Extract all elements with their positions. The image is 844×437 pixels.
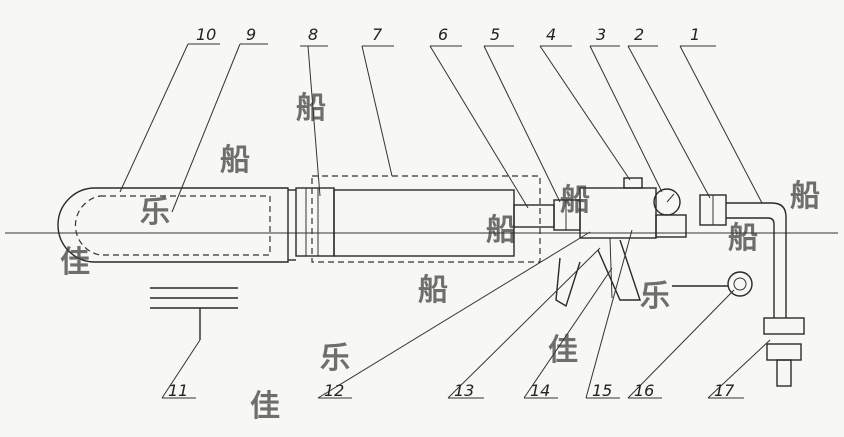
part-17-fitting-upper [763, 317, 805, 335]
part-4-valve-body [579, 187, 657, 239]
callout-8: 8 [308, 25, 318, 44]
watermark-char: 佳 [60, 245, 90, 280]
callout-12: 12 [324, 381, 344, 400]
watermark-char: 佳 [548, 333, 578, 368]
gauge-needle [666, 193, 675, 203]
callout-16: 16 [634, 381, 654, 400]
callout-1: 1 [690, 25, 700, 44]
part-16-handle-ring [727, 271, 753, 297]
watermark-char: 船 [486, 213, 516, 248]
watermark-char: 乐 [640, 279, 670, 314]
watermark-char: 船 [220, 143, 250, 178]
part-17-stem [776, 359, 792, 387]
callout-17: 17 [714, 381, 735, 400]
callout-9: 9 [246, 25, 256, 44]
callout-14: 14 [530, 381, 550, 400]
callout-6: 6 [438, 25, 448, 44]
part-1-pipe [726, 202, 787, 318]
part-6-shaft [513, 204, 555, 228]
callout-13: 13 [454, 381, 474, 400]
support-leg-left [555, 257, 581, 308]
callout-7: 7 [372, 25, 383, 44]
support-rod [609, 237, 613, 299]
leader-lines [119, 43, 771, 399]
watermark-char: 船 [560, 183, 590, 218]
part-10-end-housing [57, 187, 289, 263]
part-3-valve-lower [655, 214, 687, 238]
part-11-bracket [150, 287, 238, 340]
watermark-char: 船 [296, 91, 326, 126]
callout-2: 2 [634, 25, 644, 44]
part-10-inner-outline [74, 195, 271, 256]
part-8-flange [295, 187, 335, 257]
callout-10: 10 [196, 25, 216, 44]
watermark-char: 船 [418, 273, 448, 308]
watermark-char: 佳 [250, 389, 280, 424]
callout-3: 3 [596, 25, 606, 44]
callout-11: 11 [168, 381, 188, 400]
watermark-char: 乐 [140, 195, 170, 230]
watermark-char: 船 [790, 179, 820, 214]
part-16-handle-hole [733, 277, 747, 291]
callout-5: 5 [490, 25, 500, 44]
watermark-char: 船 [728, 221, 758, 256]
callout-4: 4 [546, 25, 556, 44]
part-1-pipe-inner [726, 217, 775, 318]
support-leg-center [597, 239, 641, 301]
callout-15: 15 [592, 381, 612, 400]
part-17-fitting-lower [766, 343, 802, 361]
watermark-char: 乐 [320, 341, 350, 376]
part-3-valve-cap [623, 177, 643, 189]
